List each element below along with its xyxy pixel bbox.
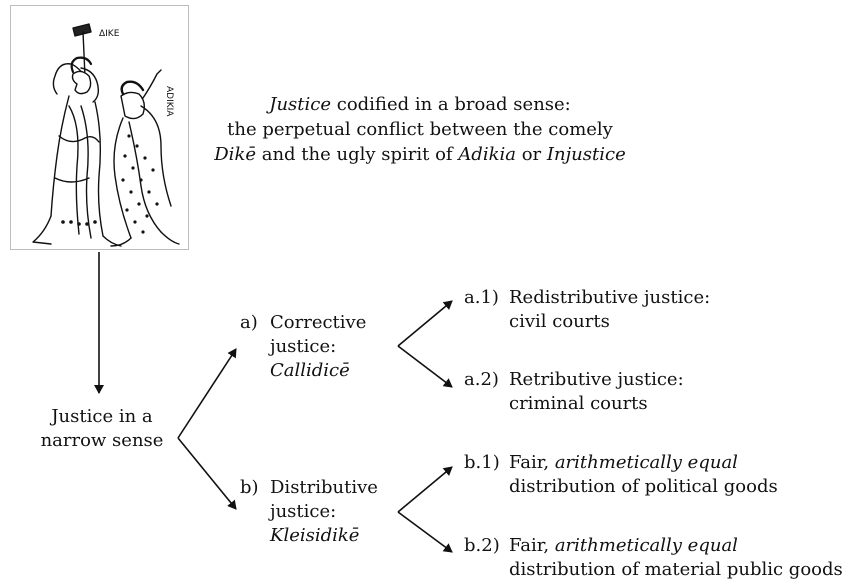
branch-a-node: Corrective justice: Callidicē <box>270 311 366 383</box>
leaf-a2-marker: a.2) <box>464 369 499 390</box>
leaf-a1-marker: a.1) <box>464 287 499 308</box>
root-node: Justice in a narrow sense <box>34 405 170 453</box>
leaf-b1-marker: b.1) <box>464 452 500 473</box>
arrow-b-to-b2 <box>397 511 453 553</box>
leaf-a2-node: Retributive justice: criminal courts <box>509 368 684 416</box>
leaf-a2-line-2: criminal courts <box>509 393 648 414</box>
leaf-a1-line-2: civil courts <box>509 311 610 332</box>
caption: Justice codified in a broad sense: the p… <box>200 92 640 167</box>
leaf-b2-node: Fair, arithmetically equal distribution … <box>509 534 843 582</box>
caption-line-2: the perpetual conflict between the comel… <box>227 119 613 140</box>
arrow-b-to-b1 <box>397 466 453 513</box>
leaf-a1-line-1: Redistributive justice: <box>509 287 711 308</box>
branch-b-line-1: Distributive <box>270 477 378 498</box>
branch-a-line-1: Corrective <box>270 312 367 333</box>
branch-b-marker: b) <box>240 477 259 498</box>
inscription-dike: ΔIKE <box>99 29 120 39</box>
leaf-b1-line-2: distribution of political goods <box>509 476 778 497</box>
leaf-b2-line-2: distribution of material public goods <box>509 559 843 580</box>
branch-b-line-2: justice: <box>270 501 337 522</box>
branch-a-line-2: justice: <box>270 336 337 357</box>
leaf-a2-line-1: Retributive justice: <box>509 369 684 390</box>
leaf-b1-node: Fair, arithmetically equal distribution … <box>509 451 778 499</box>
arrow-root-to-a <box>177 348 237 439</box>
branch-a-line-3: Callidicē <box>270 360 350 381</box>
leaf-b2-line-1: Fair, arithmetically equal <box>509 535 738 556</box>
arrow-root-to-b <box>177 437 237 510</box>
inscription-adikia: ADIKIA <box>164 86 174 117</box>
arrow-a-to-a1 <box>397 300 453 347</box>
branch-a-marker: a) <box>240 312 258 333</box>
caption-line-1: Justice codified in a broad sense: <box>269 94 571 115</box>
arrow-a-to-a2 <box>397 345 453 388</box>
root-line-1: Justice in a <box>51 406 153 427</box>
leaf-b1-line-1: Fair, arithmetically equal <box>509 452 738 473</box>
root-line-2: narrow sense <box>40 430 164 451</box>
vase-illustration: ΔIKE ADIKIA <box>10 5 189 250</box>
dike-adikia-drawing: ΔIKE ADIKIA <box>32 23 180 247</box>
branch-b-node: Distributive justice: Kleisidikē <box>270 476 378 548</box>
leaf-a1-node: Redistributive justice: civil courts <box>509 286 710 334</box>
leaf-b2-marker: b.2) <box>464 535 500 556</box>
caption-line-3: Dikē and the ugly spirit of Adikia or In… <box>214 144 626 165</box>
branch-b-line-3: Kleisidikē <box>270 525 360 546</box>
